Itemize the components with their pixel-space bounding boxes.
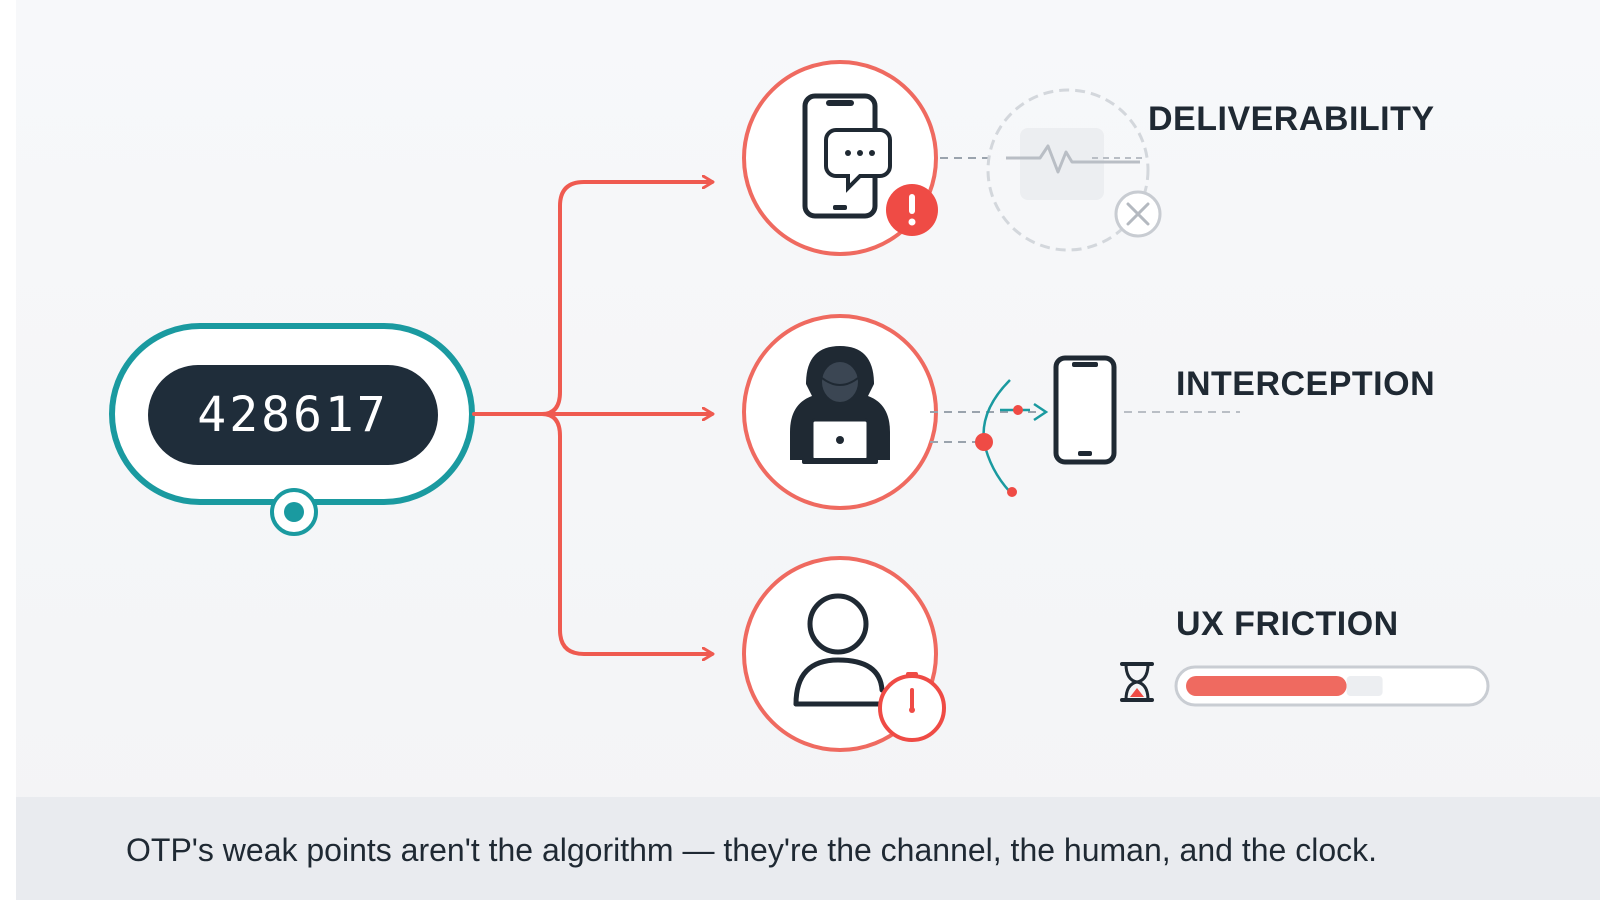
otp-token-indicator-icon xyxy=(270,488,318,536)
deliverability-heading: DELIVERABILITY xyxy=(1148,100,1435,138)
hooded-attacker-icon xyxy=(790,346,890,464)
interception-node xyxy=(742,314,1240,510)
timer-progress-bar xyxy=(1174,665,1490,707)
footer-caption: OTP's weak points aren't the algorithm —… xyxy=(126,832,1377,868)
interception-heading: INTERCEPTION xyxy=(1176,365,1436,403)
intercept-signal-icon xyxy=(930,379,1240,497)
arrow-deliverability xyxy=(540,182,712,416)
arrow-ux-friction xyxy=(540,412,712,654)
footer-banner xyxy=(16,797,1600,900)
failed-signal-icon xyxy=(986,88,1162,252)
target-phone-icon xyxy=(1053,355,1117,465)
phone-message-warning-icon xyxy=(802,93,938,236)
user-timer-icon xyxy=(793,593,946,742)
ux-friction-node xyxy=(742,556,1490,752)
branch-connectors xyxy=(472,182,712,654)
hourglass-icon xyxy=(1120,662,1154,702)
otp-code: 428617 xyxy=(197,387,389,443)
ux-friction-heading: UX FRICTION xyxy=(1176,605,1399,643)
deliverability-node xyxy=(742,60,1162,256)
otp-code-display xyxy=(148,365,438,465)
